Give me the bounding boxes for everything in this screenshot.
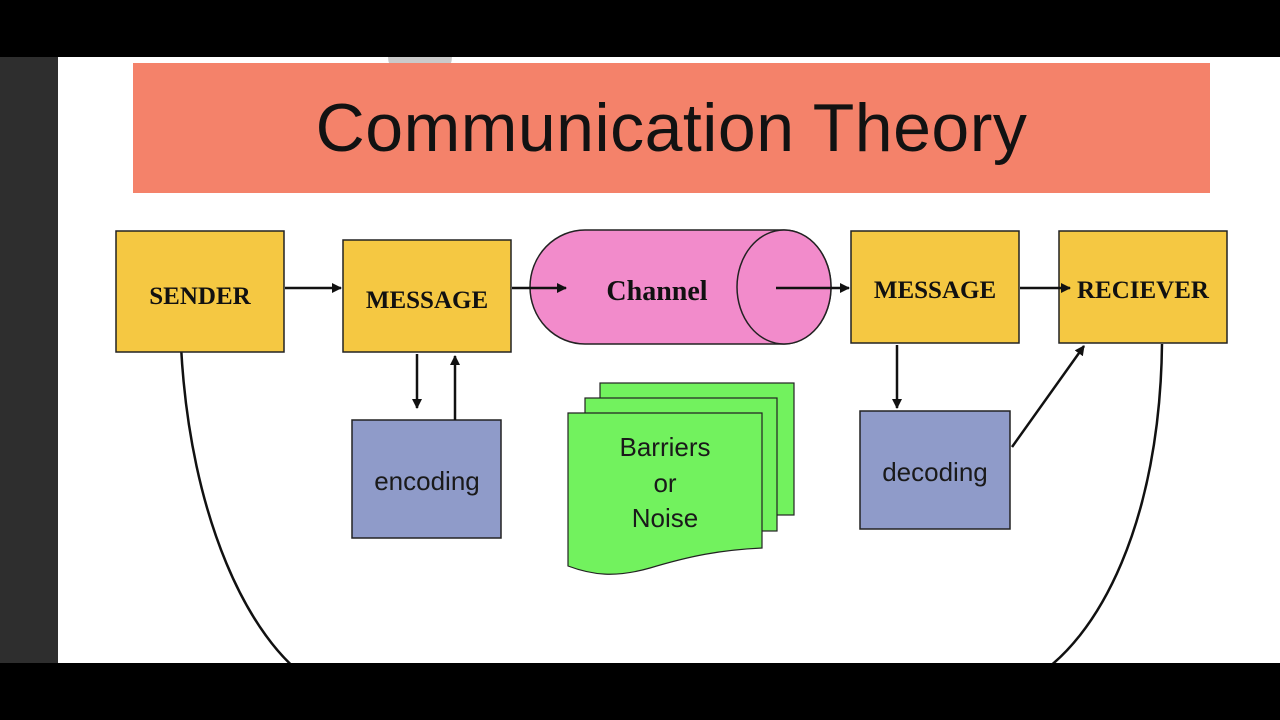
noise-label-line3: Noise — [632, 503, 698, 533]
decoding-box — [859, 410, 1011, 530]
letterbox-top — [0, 0, 1280, 57]
noise-label-line1: Barriers — [619, 432, 710, 462]
encoding-box — [351, 419, 502, 539]
receiver-box — [1058, 230, 1228, 344]
encoding-label: encoding — [374, 466, 480, 496]
left-side-panel — [0, 57, 58, 663]
message-box-left — [342, 239, 512, 353]
message-right-label: MESSAGE — [874, 277, 996, 304]
title-band: Communication Theory — [133, 63, 1210, 193]
message-box-right — [850, 230, 1020, 344]
message-left-label: MESSAGE — [366, 287, 488, 314]
arrow-decoding-to-receiver — [1010, 345, 1086, 448]
channel-label: Channel — [606, 276, 707, 307]
letterbox-bottom — [0, 663, 1280, 720]
receiver-label: RECIEVER — [1077, 277, 1210, 304]
noise-documents — [567, 382, 795, 575]
slide-title: Communication Theory — [315, 90, 1028, 166]
sender-label: SENDER — [149, 283, 251, 310]
sender-box — [115, 230, 285, 353]
noise-label-line2: or — [653, 468, 676, 498]
decoding-label: decoding — [882, 457, 988, 487]
feedback-curve — [179, 343, 1164, 663]
